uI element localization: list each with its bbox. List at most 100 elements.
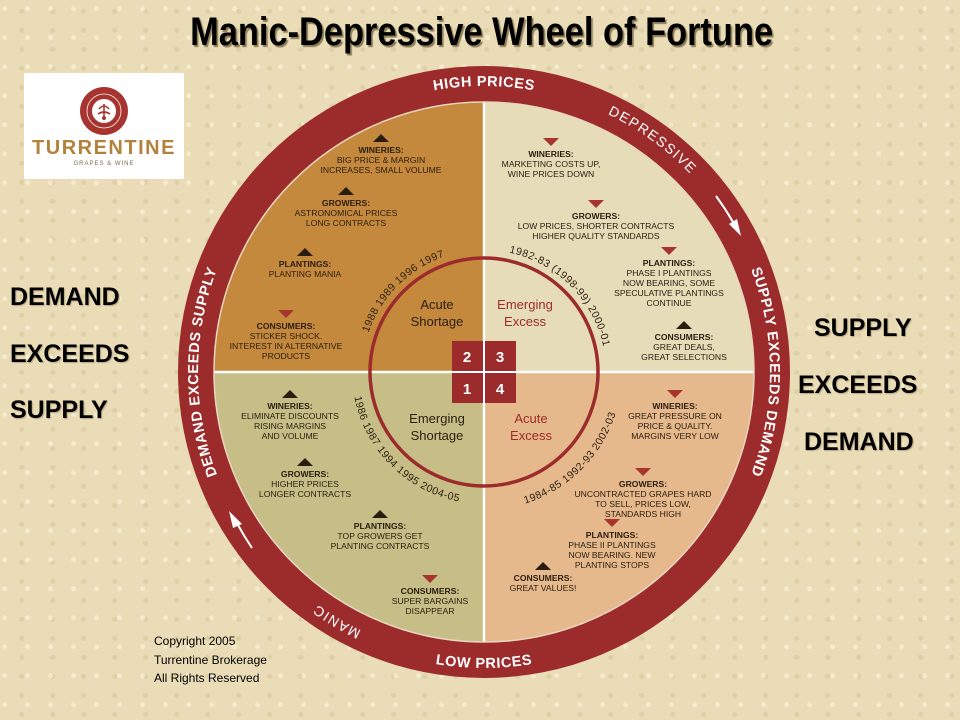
copyright-notice: Copyright 2005 Turrentine Brokerage All … (154, 632, 267, 688)
arrow-up-icon (372, 510, 388, 518)
left-label-line: SUPPLY (10, 396, 108, 424)
left-label-line: DEMAND (10, 283, 120, 311)
ring-label-top: HIGH PRICES (432, 74, 536, 94)
q2-label-line: Acute (420, 297, 453, 312)
arrow-down-icon (604, 519, 620, 527)
arrow-up-icon (338, 187, 354, 195)
quadrant-number-2: 2 (463, 349, 471, 366)
quadrant-number-grid: 2 3 1 4 (452, 341, 516, 403)
item-block: GROWERS:LOW PRICES, SHORTER CONTRACTSHIG… (518, 200, 675, 241)
item-block: WINERIES:MARKETING COSTS UP,WINE PRICES … (502, 138, 600, 179)
item-text: PRICE & QUALITY. (638, 421, 713, 431)
item-text: UNCONTRACTED GRAPES HARD (574, 489, 711, 499)
item-heading: WINERIES: (267, 401, 312, 411)
item-text: AND VOLUME (262, 431, 319, 441)
item-text: HIGHER PRICES (271, 479, 339, 489)
item-text: STICKER SHOCK. (250, 331, 323, 341)
arrow-up-icon (297, 458, 313, 466)
item-heading: WINERIES: (358, 145, 403, 155)
arrow-depressive-head (729, 219, 741, 236)
item-text: MARGINS VERY LOW (631, 431, 719, 441)
item-text: LOW PRICES, SHORTER CONTRACTS (518, 221, 675, 231)
item-block: PLANTINGS:PLANTING MANIA (269, 248, 342, 279)
item-text: PRODUCTS (262, 351, 310, 361)
right-label-line: SUPPLY (814, 314, 912, 342)
logo-name: TURRENTINE (32, 137, 176, 159)
right-label-line: EXCEEDS (798, 371, 918, 399)
item-heading: PLANTINGS: (354, 521, 407, 531)
item-text: GREAT SELECTIONS (641, 352, 727, 362)
item-heading: GROWERS: (572, 211, 620, 221)
arrow-down-icon (667, 390, 683, 398)
arrow-down-icon (588, 200, 604, 208)
item-text: RISING MARGINS (254, 421, 326, 431)
arrow-up-icon (676, 321, 692, 329)
arrow-down-icon (422, 575, 438, 583)
q1-label-line: Shortage (411, 428, 464, 443)
item-text: SUPER BARGAINS (392, 596, 469, 606)
item-text: NOW BEARING, SOME (623, 278, 715, 288)
item-text: PHASE I PLANTINGS (626, 268, 711, 278)
quadrant-number-4: 4 (496, 381, 505, 398)
item-heading: GROWERS: (619, 479, 667, 489)
item-block: CONSUMERS:GREAT VALUES! (510, 562, 577, 593)
page-title: Manic-Depressive Wheel of Fortune (190, 10, 774, 54)
item-heading: PLANTINGS: (586, 530, 639, 540)
arrow-down-icon (543, 138, 559, 146)
item-text: TO SELL, PRICES LOW, (595, 499, 691, 509)
item-text: LONG CONTRACTS (306, 218, 386, 228)
item-text: PLANTING CONTRACTS (331, 541, 430, 551)
item-heading: PLANTINGS: (279, 259, 332, 269)
item-text: PLANTING STOPS (575, 560, 650, 570)
item-text: WINE PRICES DOWN (508, 169, 594, 179)
arrow-manic-head (229, 511, 242, 528)
item-text: LONGER CONTRACTS (259, 489, 351, 499)
item-text: STANDARDS HIGH (605, 509, 681, 519)
item-text: GREAT DEALS, (653, 342, 715, 352)
copyright-line: All Rights Reserved (154, 671, 260, 685)
q3-label-line: Emerging (497, 297, 553, 312)
item-heading: CONSUMERS: (514, 573, 573, 583)
arrow-down-icon (278, 310, 294, 318)
left-label-line: EXCEEDS (10, 340, 130, 368)
item-heading: PLANTINGS: (643, 258, 696, 268)
arrow-up-icon (535, 562, 551, 570)
item-heading: CONSUMERS: (655, 332, 714, 342)
item-text: INCREASES, SMALL VOLUME (321, 165, 442, 175)
item-text: CONTINUE (647, 298, 692, 308)
item-text: PHASE II PLANTINGS (568, 540, 656, 550)
arrow-up-icon (297, 248, 313, 256)
item-block: CONSUMERS:STICKER SHOCK.INTEREST IN ALTE… (230, 310, 343, 361)
item-text: DISAPPEAR (405, 606, 454, 616)
right-label-line: DEMAND (804, 428, 914, 456)
item-text: GREAT PRESSURE ON (628, 411, 722, 421)
q1-label-line: Emerging (409, 411, 465, 426)
item-text: PLANTING MANIA (269, 269, 342, 279)
arrow-up-icon (282, 390, 298, 398)
quadrant-number-1: 1 (463, 381, 471, 398)
q4-label-line: Excess (510, 428, 552, 443)
item-text: ASTRONOMICAL PRICES (295, 208, 398, 218)
item-text: GREAT VALUES! (510, 583, 577, 593)
item-text: NOW BEARING. NEW (569, 550, 657, 560)
q3-label-line: Excess (504, 314, 546, 329)
q2-label-line: Shortage (411, 314, 464, 329)
arrow-up-icon (373, 134, 389, 142)
item-text: HIGHER QUALITY STANDARDS (532, 231, 659, 241)
seal-icon (80, 87, 128, 135)
quadrant-number-3: 3 (496, 349, 504, 366)
item-heading: GROWERS: (322, 198, 370, 208)
item-text: TOP GROWERS GET (337, 531, 423, 541)
